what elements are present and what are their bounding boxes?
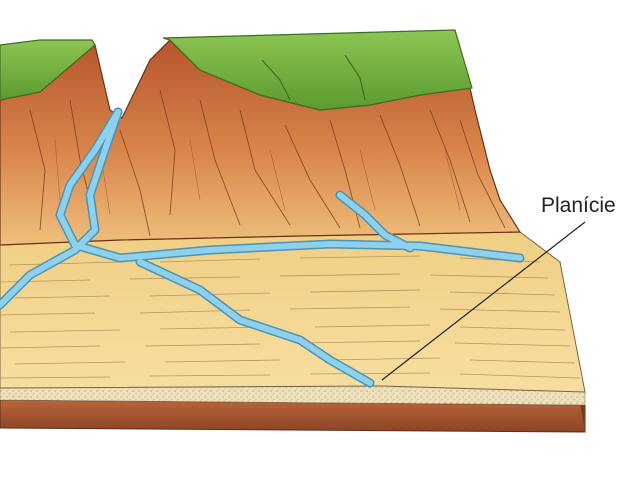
- planicie-label: Planície: [541, 194, 616, 217]
